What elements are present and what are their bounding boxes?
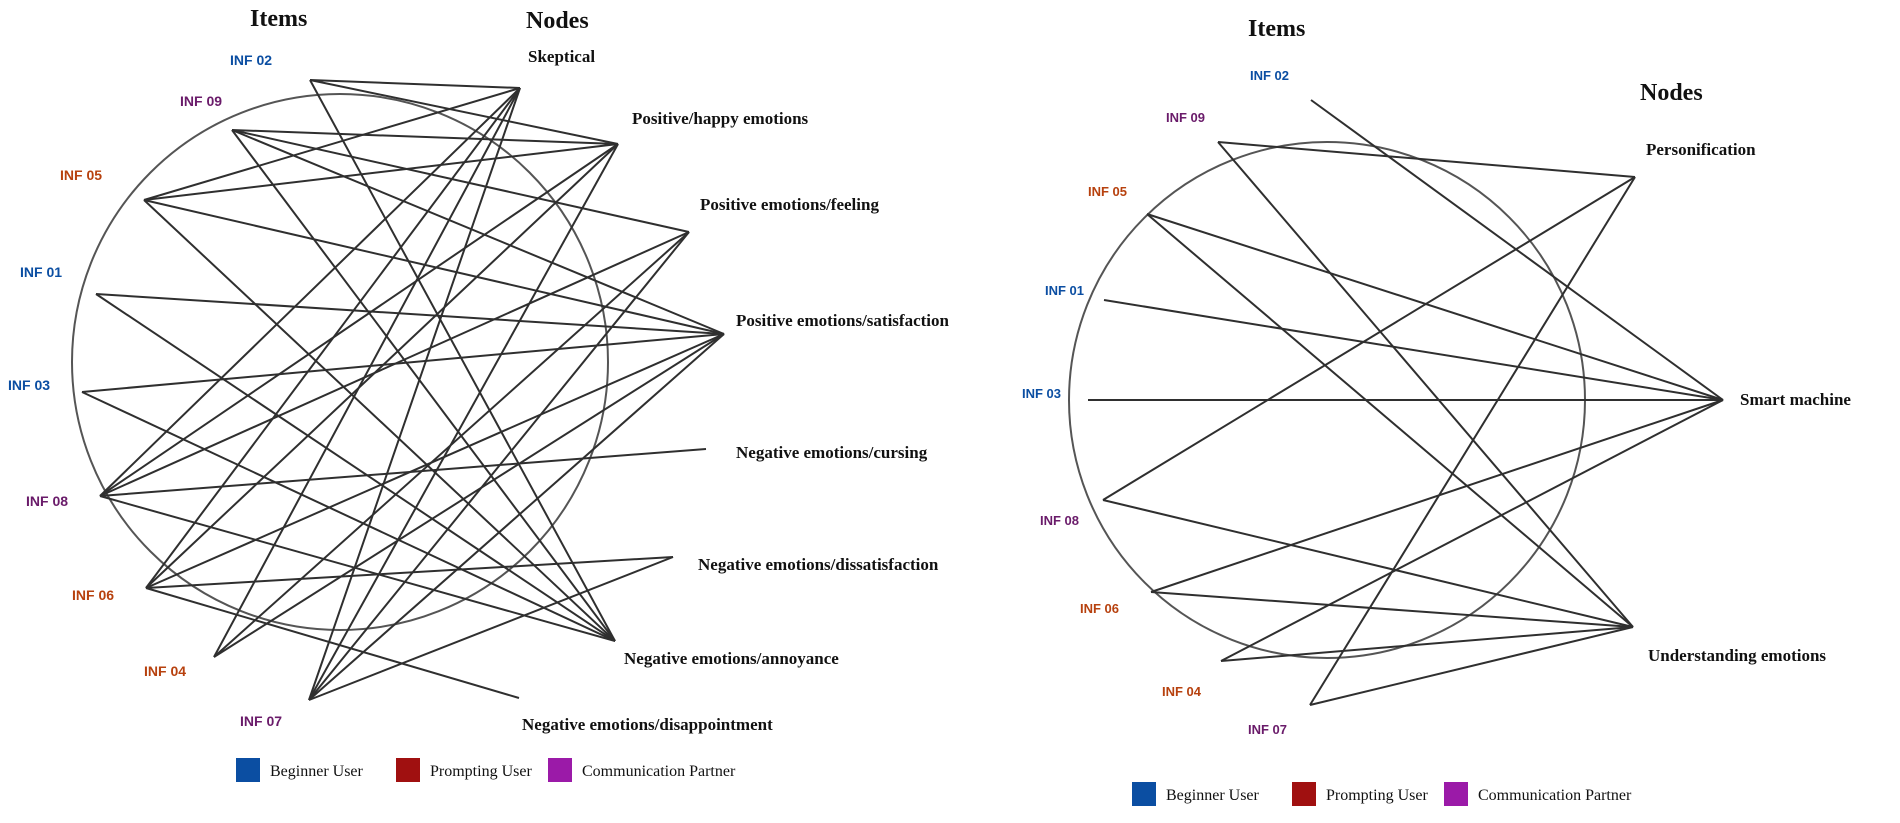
edge-inf-08-to-positive-emotions-feeling [99,231,690,497]
edge-inf-08-to-skeptical [99,87,521,497]
network-circle [71,93,609,631]
edge-inf-09-to-negative-emotions-annoyance [231,129,616,642]
item-label-inf-09: INF 09 [1166,110,1205,125]
legend-label-communication-partner: Communication Partner [582,763,736,780]
legend-swatch-communication-partner [1444,782,1468,806]
node-label-understanding-emotions: Understanding emotions [1648,646,1826,665]
item-label-inf-01: INF 01 [1045,283,1084,298]
edge-inf-08-to-negative-emotions-annoyance [99,495,616,642]
edge-inf-09-to-personification [1217,141,1636,178]
items-header: Items [250,6,307,32]
node-label-negative-emotions-dissatisfaction: Negative emotions/dissatisfaction [698,555,939,574]
item-label-inf-07: INF 07 [240,713,282,729]
edge-inf-06-to-negative-emotions-disappointment [145,587,520,699]
legend-swatch-prompting-user [396,758,420,782]
edge-inf-09-to-positive-happy-emotions [231,129,619,145]
edge-inf-06-to-positive-emotions-satisfaction [145,333,725,589]
edge-inf-09-to-understanding-emotions [1217,141,1634,628]
edge-inf-05-to-skeptical [143,87,521,201]
item-label-inf-05: INF 05 [60,167,102,183]
node-label-negative-emotions-cursing: Negative emotions/cursing [736,443,928,462]
item-label-inf-01: INF 01 [20,264,62,280]
item-label-inf-06: INF 06 [72,587,114,603]
edge-inf-07-to-understanding-emotions [1309,626,1634,706]
legend-swatch-beginner-user [1132,782,1156,806]
legend: Beginner User Prompting User Communication… [236,758,736,782]
edge-inf-08-to-understanding-emotions [1102,499,1634,628]
edge-inf-07-to-negative-emotions-dissatisfaction [308,556,674,701]
edge-inf-06-to-positive-happy-emotions [145,143,619,589]
item-label-inf-04: INF 04 [1162,684,1202,699]
item-label-inf-08: INF 08 [26,493,68,509]
item-label-inf-06: INF 06 [1080,601,1119,616]
edge-inf-01-to-negative-emotions-annoyance [95,293,616,642]
edge-inf-01-to-smart-machine [1103,299,1724,401]
node-label-smart-machine: Smart machine [1740,390,1851,409]
legend-label-beginner-user: Beginner User [270,763,364,780]
edge-inf-08-to-negative-emotions-cursing [99,448,707,497]
legend-label-beginner-user: Beginner User [1166,787,1260,804]
node-label-positive-happy-emotions: Positive/happy emotions [632,109,809,128]
edge-inf-09-to-positive-emotions-satisfaction [231,129,725,335]
edge-inf-01-to-positive-emotions-satisfaction [95,293,725,335]
legend-label-communication-partner: Communication Partner [1478,787,1632,804]
node-label-personification: Personification [1646,140,1756,159]
edge-inf-05-to-positive-emotions-satisfaction [143,199,725,335]
edge-inf-07-to-personification [1309,176,1636,706]
node-label-positive-emotions-feeling: Positive emotions/feeling [700,195,879,214]
item-label-inf-03: INF 03 [8,377,50,393]
edge-inf-07-to-positive-emotions-feeling [308,231,690,701]
edge-inf-05-to-smart-machine [1146,213,1724,401]
node-label-negative-emotions-annoyance: Negative emotions/annoyance [624,649,839,668]
legend-label-prompting-user: Prompting User [1326,787,1428,804]
edge-inf-06-to-negative-emotions-dissatisfaction [145,556,674,589]
node-label-positive-emotions-satisfaction: Positive emotions/satisfaction [736,311,949,330]
edge-inf-04-to-skeptical [213,87,521,658]
item-label-inf-07: INF 07 [1248,722,1287,737]
legend-swatch-prompting-user [1292,782,1316,806]
edge-inf-02-to-skeptical [309,79,521,89]
edge-inf-05-to-positive-happy-emotions [143,143,619,201]
item-label-inf-02: INF 02 [230,52,272,68]
legend-swatch-beginner-user [236,758,260,782]
edges [81,79,725,701]
item-label-inf-04: INF 04 [144,663,186,679]
edge-inf-03-to-negative-emotions-annoyance [81,391,616,642]
edges [1088,99,1724,706]
item-label-inf-02: INF 02 [1250,68,1289,83]
legend: Beginner User Prompting User Communication… [1132,782,1632,806]
legend-label-prompting-user: Prompting User [430,763,532,780]
edge-inf-04-to-positive-emotions-satisfaction [213,333,725,658]
legend-swatch-communication-partner [548,758,572,782]
nodes-header: Nodes [526,8,589,34]
edge-inf-08-to-personification [1102,176,1636,501]
item-label-inf-05: INF 05 [1088,184,1127,199]
edge-inf-05-to-understanding-emotions [1146,213,1634,628]
edge-inf-06-to-understanding-emotions [1150,591,1634,628]
edge-inf-09-to-positive-emotions-feeling [231,129,690,233]
edge-inf-03-to-positive-emotions-satisfaction [81,333,725,393]
nodes-header: Nodes [1640,80,1703,106]
edge-inf-04-to-understanding-emotions [1220,626,1634,662]
edge-inf-07-to-positive-emotions-satisfaction [308,333,725,701]
edge-inf-02-to-positive-happy-emotions [309,79,619,145]
item-label-inf-09: INF 09 [180,93,222,109]
edge-inf-02-to-smart-machine [1310,99,1724,401]
item-label-inf-03: INF 03 [1022,386,1061,401]
edge-inf-06-to-skeptical [145,87,521,589]
edge-inf-06-to-smart-machine [1150,399,1724,593]
edge-inf-07-to-skeptical [308,87,521,701]
items-header: Items [1248,16,1305,42]
node-label-negative-emotions-disappointment: Negative emotions/disappointment [522,715,773,734]
item-label-inf-08: INF 08 [1040,513,1079,528]
edge-inf-05-to-negative-emotions-annoyance [143,199,616,642]
node-label-skeptical: Skeptical [528,47,595,66]
edge-inf-04-to-smart-machine [1220,399,1724,662]
edge-inf-07-to-positive-happy-emotions [308,143,619,701]
edge-inf-08-to-positive-happy-emotions [99,143,619,497]
